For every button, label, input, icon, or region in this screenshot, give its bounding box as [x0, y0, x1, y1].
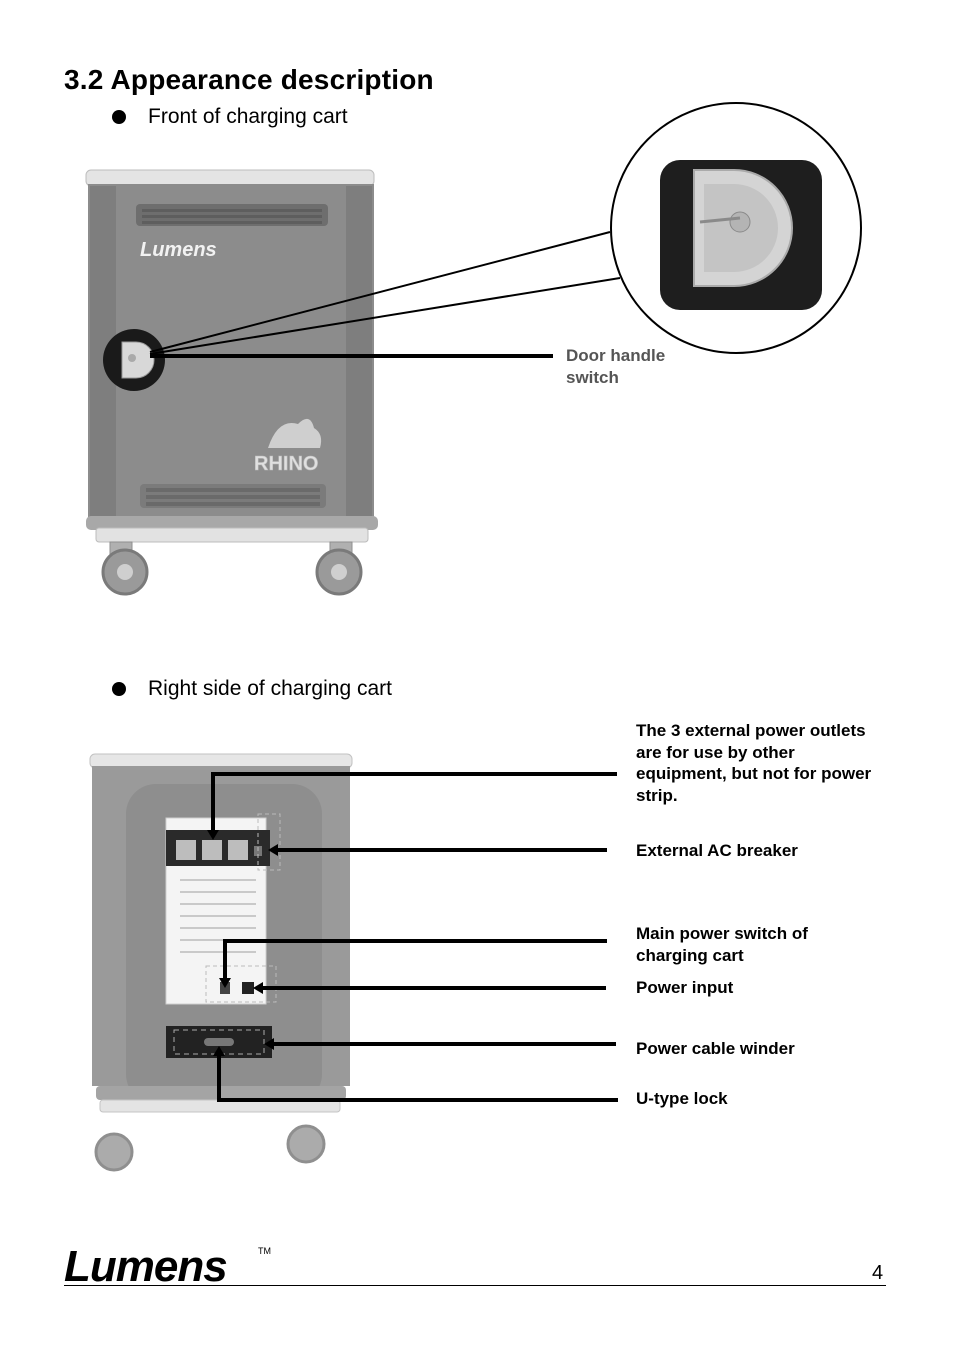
callout-power-input: Power input [636, 978, 734, 997]
bullet-icon [112, 682, 126, 696]
main-switch-pointer [223, 939, 607, 984]
rhino-icon [268, 418, 322, 448]
cart-brand-label: Lumens [140, 239, 217, 261]
callout-door-handle: Door handle switch [566, 346, 666, 387]
section-heading: 3.2 Appearance description [64, 64, 434, 95]
power-input-icon [242, 982, 254, 994]
outlets-pointer [211, 772, 617, 836]
trademark: TM [258, 1246, 271, 1256]
door-handle-icon [121, 341, 155, 379]
bullet-icon [112, 110, 126, 124]
callout-u-lock: U-type lock [636, 1089, 728, 1108]
footer-logo: Lumens [64, 1242, 228, 1291]
right-side-title: Right side of charging cart [148, 677, 392, 700]
rhino-logo-text: RHINO [254, 453, 318, 475]
bullet-right-side: Right side of charging cart [112, 677, 392, 701]
front-title: Front of charging cart [148, 105, 348, 128]
u-lock-pointer [217, 1050, 618, 1102]
callout-outlets: The 3 external power outlets are for use… [636, 721, 872, 805]
callout-breaker: External AC breaker [636, 841, 798, 860]
page-number: 4 [872, 1262, 884, 1284]
callout-main-switch: Main power switch of charging cart [636, 924, 808, 965]
callout-cable-winder: Power cable winder [636, 1039, 795, 1058]
u-lock-icon [204, 1038, 234, 1046]
footer-divider [64, 1285, 886, 1286]
bullet-front: Front of charging cart [112, 105, 348, 129]
